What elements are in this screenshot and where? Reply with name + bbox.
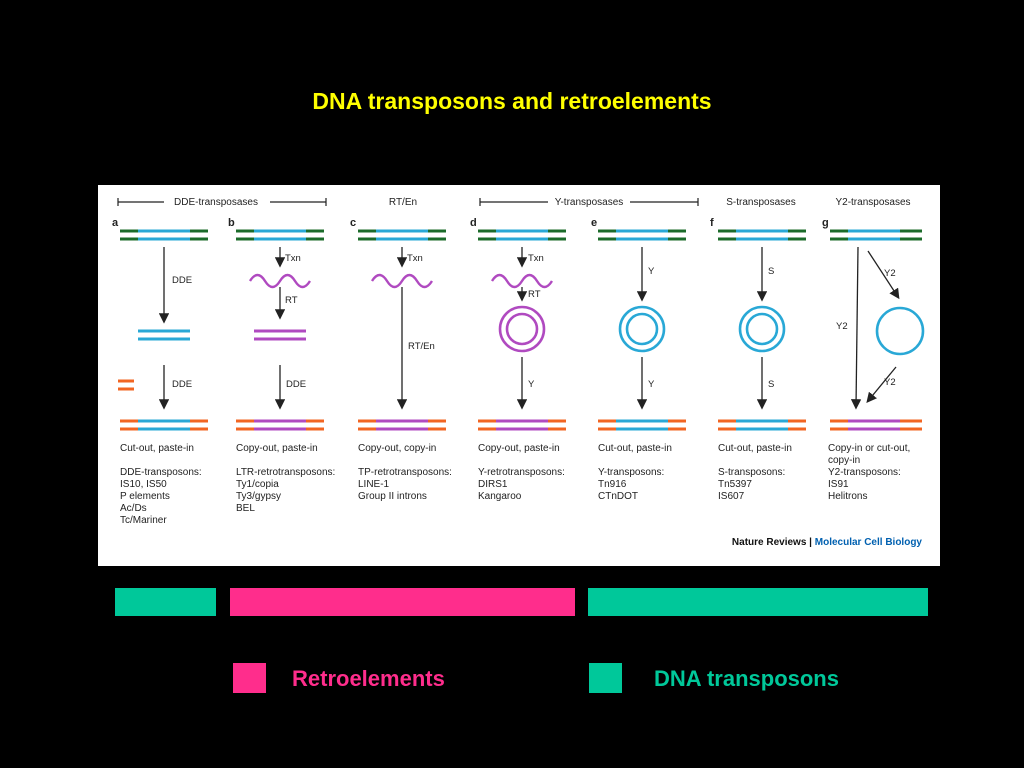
- source-credit-accent: Molecular Cell Biology: [815, 537, 923, 548]
- slide-title: DNA transposons and retroelements: [312, 88, 712, 114]
- figure-panel: DDE-transposases RT/En Y-transposases S-…: [98, 185, 940, 566]
- retroelements-label: Retroelements: [292, 666, 445, 691]
- family-e: Y-transposons:: [598, 467, 664, 478]
- mode-f: Cut-out, paste-in: [718, 443, 792, 454]
- step-label-b-rt: RT: [285, 295, 298, 306]
- step-label-f1: S: [768, 266, 774, 277]
- example-g-2: Helitrons: [828, 491, 867, 502]
- transposon-mechanism-diagram: DDE-transposases RT/En Y-transposases S-…: [112, 197, 925, 548]
- dna-transposon-strip-y-s-y2: [588, 588, 928, 616]
- column-letter-b: b: [228, 217, 235, 229]
- mode-d: Copy-out, paste-in: [478, 443, 560, 454]
- pathway-arrows: [158, 246, 900, 410]
- target-dna-row: [120, 419, 922, 431]
- step-label-d2: Y: [528, 379, 535, 390]
- example-e-2: CTnDOT: [598, 491, 638, 502]
- step-label-c-txn: Txn: [407, 253, 423, 264]
- example-a-4: Tc/Mariner: [120, 515, 167, 526]
- step-label-e1: Y: [648, 266, 655, 277]
- example-d-2: Kangaroo: [478, 491, 522, 502]
- dna-transposon-strip-dde: [115, 588, 216, 616]
- column-letter-g: g: [822, 217, 829, 229]
- column-letter-e: e: [591, 217, 597, 229]
- family-c: TP-retrotransposons:: [358, 467, 452, 478]
- example-a-1: IS10, IS50: [120, 479, 167, 490]
- family-f: S-transposons:: [718, 467, 785, 478]
- example-b-1: Ty1/copia: [236, 479, 279, 490]
- step-label-d-txn: Txn: [528, 253, 544, 264]
- example-b-3: BEL: [236, 503, 255, 514]
- example-e-1: Tn916: [598, 479, 627, 490]
- mode-b: Copy-out, paste-in: [236, 443, 318, 454]
- step-label-c2: RT/En: [408, 341, 435, 352]
- group-label-y: Y-transposases: [555, 197, 624, 208]
- step-label-g-bottom: Y2: [884, 377, 896, 388]
- family-g: Y2-transposons:: [828, 467, 901, 478]
- source-credit-plain: Nature Reviews: [732, 537, 807, 548]
- example-f-2: IS607: [718, 491, 745, 502]
- group-headers: [117, 198, 699, 206]
- step-label-g-top: Y2: [884, 268, 896, 279]
- step-label-b-txn: Txn: [285, 253, 301, 264]
- retroelement-strip: [230, 588, 575, 616]
- source-credit-separator: |: [806, 537, 814, 548]
- example-f-1: Tn5397: [718, 479, 752, 490]
- step-label-f2: S: [768, 379, 774, 390]
- family-a: DDE-transposons:: [120, 467, 202, 478]
- group-label-dde: DDE-transposases: [174, 197, 258, 208]
- step-label-a1: DDE: [172, 275, 192, 286]
- mode-c: Copy-out, copy-in: [358, 443, 436, 454]
- example-c-2: Group II introns: [358, 491, 427, 502]
- mode-e: Cut-out, paste-in: [598, 443, 672, 454]
- family-d: Y-retrotransposons:: [478, 467, 565, 478]
- excised-intermediates: [118, 329, 306, 391]
- source-credit: Nature Reviews | Molecular Cell Biology: [732, 537, 923, 548]
- group-label-s: S-transposases: [726, 197, 795, 208]
- mode-g: Copy-in or cut-out,: [828, 443, 910, 454]
- step-label-b2: DDE: [286, 379, 306, 390]
- group-label-rten: RT/En: [389, 197, 417, 208]
- group-label-y2: Y2-transposases: [835, 197, 910, 208]
- example-a-2: P elements: [120, 491, 170, 502]
- step-label-e2: Y: [648, 379, 655, 390]
- example-a-3: Ac/Ds: [120, 503, 147, 514]
- dna-transposons-label: DNA transposons: [654, 666, 839, 691]
- retroelements-swatch: [233, 663, 266, 693]
- column-letter-c: c: [350, 217, 356, 229]
- column-letter-a: a: [112, 217, 119, 229]
- column-letter-d: d: [470, 217, 477, 229]
- dna-transposons-swatch: [589, 663, 622, 693]
- example-d-1: DIRS1: [478, 479, 508, 490]
- example-b-2: Ty3/gypsy: [236, 491, 281, 502]
- family-b: LTR-retrotransposons:: [236, 467, 335, 478]
- step-label-g-side: Y2: [836, 321, 848, 332]
- example-g-1: IS91: [828, 479, 849, 490]
- step-label-a2: DDE: [172, 379, 192, 390]
- mode-a: Cut-out, paste-in: [120, 443, 194, 454]
- donor-dna-row: [120, 229, 922, 241]
- example-c-1: LINE-1: [358, 479, 390, 490]
- column-letter-f: f: [710, 217, 714, 229]
- circular-intermediates: [498, 305, 925, 356]
- rna-intermediates: [248, 273, 554, 289]
- step-label-d-rt: RT: [528, 289, 541, 300]
- mode-g-line2: copy-in: [828, 455, 860, 466]
